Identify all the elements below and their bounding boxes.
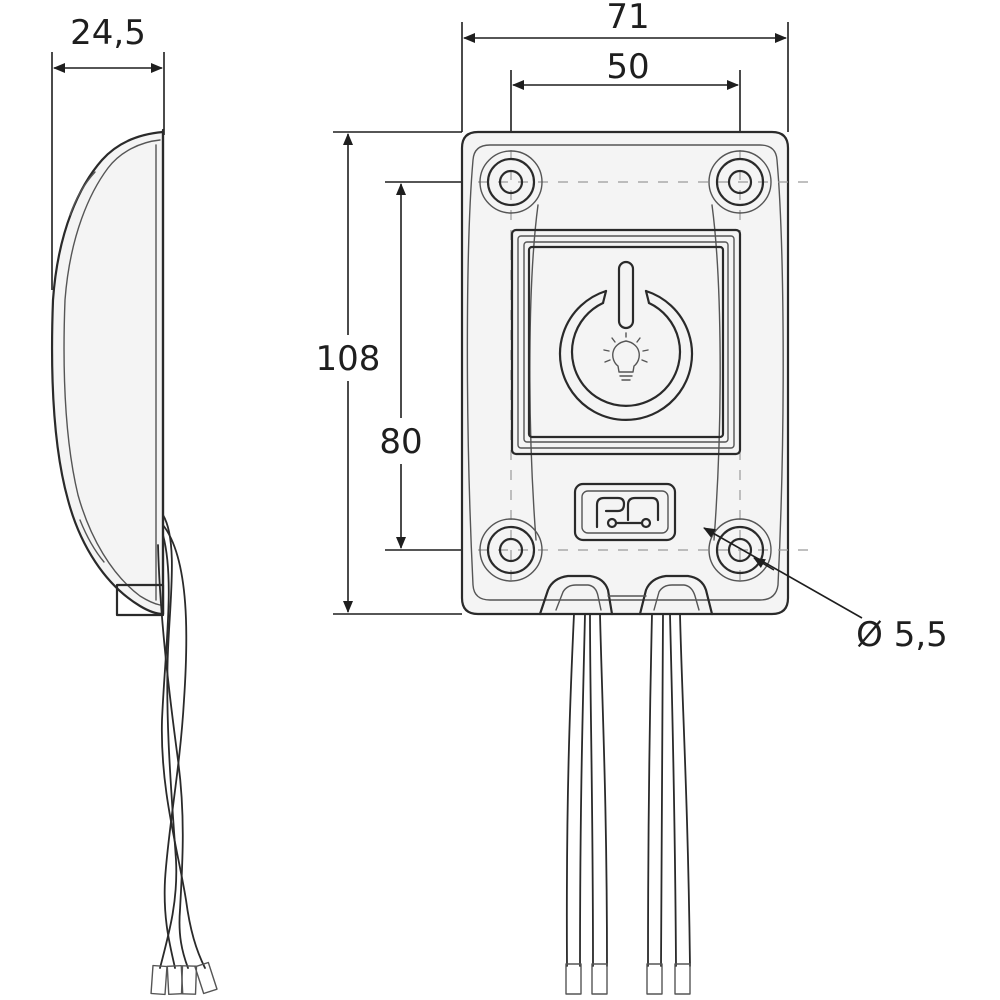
side-wires (150, 514, 218, 996)
hole-spacing-dimension-label: 50 (606, 47, 649, 87)
width-dimension-label: 71 (606, 0, 649, 37)
front-view: 71 50 108 80 (310, 0, 948, 995)
front-housing (460, 130, 790, 616)
hole-diameter-leader (703, 527, 863, 619)
push-button (510, 228, 742, 456)
hole-diameter-label: Ø 5,5 (856, 615, 948, 655)
side-view: 24,5 (50, 13, 218, 996)
cable-outlets (538, 574, 714, 616)
mounting-hole-bottom-left (479, 518, 543, 582)
wire-tip (646, 963, 663, 995)
front-wires (565, 613, 691, 995)
mounting-hole-bottom-right (708, 518, 772, 582)
height-dimension-label: 108 (316, 339, 381, 379)
wire-tip (591, 963, 608, 995)
side-cable-gland (115, 583, 165, 617)
side-housing (50, 130, 165, 616)
mounting-hole-top-left (479, 150, 543, 214)
wire-tip (674, 963, 691, 995)
mounting-hole-top-right (708, 150, 772, 214)
hole-height-dimension-label: 80 (379, 422, 422, 462)
wire-tip (565, 963, 582, 995)
rv-logo-icon (573, 482, 677, 542)
power-icon (558, 260, 694, 421)
depth-dimension-label: 24,5 (70, 13, 146, 53)
light-bulb-icon (603, 332, 649, 381)
